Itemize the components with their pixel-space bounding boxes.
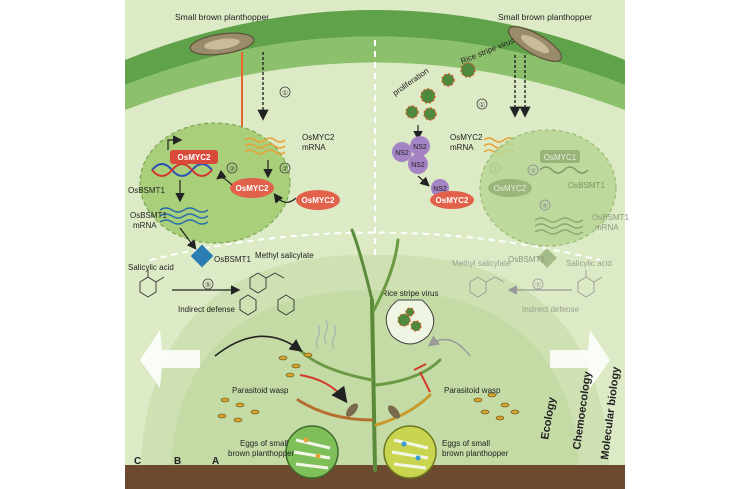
planthopper-right <box>507 26 563 62</box>
step-4-right-circle <box>539 199 551 211</box>
planthopper-left <box>189 32 255 56</box>
complex-osmyc2 <box>430 191 474 209</box>
parasitoid-wasp-label-right: Parasitoid wasp <box>444 386 501 395</box>
osbsmt1-promoter-faded: OsBSMT1 <box>568 181 605 190</box>
methyl-salicylate-label-right: Methyl salicylate <box>452 259 511 268</box>
osbsmt1-mrna-faded-label-1: OsBSMT1 <box>592 213 629 222</box>
step-2-left: ② <box>282 165 288 173</box>
osmyc2-gene-badge <box>170 150 218 164</box>
step-5-left-circle <box>202 278 214 290</box>
osbsmt1-mrna-faded-label-2: mRNA <box>595 223 619 232</box>
transcription-start-left <box>167 135 183 150</box>
egg-magnifier-left <box>285 425 339 479</box>
salicylic-acid-structure-left <box>139 270 165 298</box>
inhibition-line <box>419 371 431 393</box>
cell-wall-inner <box>125 36 625 110</box>
ns2-label-c: NS2 <box>411 162 425 169</box>
osbsmt1-enzyme-faded-label: OsBSMT1 <box>508 255 545 264</box>
attraction-arrow-right <box>427 335 471 357</box>
right-white-arrow <box>550 330 610 388</box>
step-1-right-circle <box>476 98 488 110</box>
nuclear-import-arrow <box>273 193 297 204</box>
wasp-attack-arrow <box>299 374 348 404</box>
planthopper-label-right: Small brown planthopper <box>498 12 592 22</box>
step-3-right-circle <box>527 164 539 176</box>
planthopper-on-stem-right <box>388 405 400 419</box>
complex-osmyc2-label: OsMYC2 <box>436 196 469 205</box>
inhibition-bar <box>413 363 427 371</box>
eggs-label-left-1: Eggs of small <box>240 439 288 448</box>
rice-stripe-virus-label-field: Rice stripe virus <box>382 289 439 298</box>
step-2-left-circle <box>279 162 291 174</box>
left-white-arrow <box>140 330 200 388</box>
osmyc2-protein-nucleus-label: OsMYC2 <box>236 184 269 193</box>
methyl-salicylate-structure-right <box>469 276 505 298</box>
step-5-right: ⑤ <box>535 281 541 289</box>
osmyc2-protein-faded-label: OsMYC2 <box>494 184 527 193</box>
dna-faded-right <box>539 166 589 174</box>
osmyc2-protein-cytoplasm-label: OsMYC2 <box>302 196 335 205</box>
step-1-right: ① <box>479 101 485 109</box>
osmyc1-gene-faded <box>540 150 580 163</box>
parasitoid-wasp-label-left: Parasitoid wasp <box>232 386 289 395</box>
step-4-right: ④ <box>542 202 548 210</box>
bsmt-translation-arrow <box>179 227 197 250</box>
label-a: A <box>212 456 219 467</box>
osmyc1-gene-faded-label: OsMYC1 <box>544 153 577 162</box>
osbsmt1-mrna-label-2: mRNA <box>133 221 157 230</box>
parasitoid-wasps-left <box>217 352 313 423</box>
osmyc2-mrna-label-1: OsMYC2 <box>302 133 335 142</box>
indirect-defense-label-left: Indirect defense <box>178 305 235 314</box>
step-5-right-circle <box>532 278 544 290</box>
eggs-label-left-2: brown planthopper <box>228 449 295 458</box>
nucleus-right <box>479 129 617 247</box>
eggs-label-right-1: Eggs of small <box>442 439 490 448</box>
osbsmt1-mrna-faded <box>534 217 584 235</box>
methyl-salicylate-structure-left <box>239 272 295 316</box>
ns2-label-b: NS2 <box>413 144 427 151</box>
osmyc2-protein-faded <box>488 179 532 197</box>
osmyc2-gene-label: OsMYC2 <box>178 153 211 162</box>
osmyc2-mrna-right-label-2: mRNA <box>450 143 474 152</box>
step-3-right: ③ <box>530 167 536 175</box>
rice-plant <box>296 228 442 472</box>
cell-wall-band <box>125 10 625 85</box>
activation-arrow-left <box>216 169 233 186</box>
step-3-left: ③ <box>229 165 235 173</box>
osmyc2-mrna-left <box>244 137 286 155</box>
label-c: C <box>134 456 141 467</box>
osmyc2-mrna-label-2: mRNA <box>302 143 326 152</box>
step-5-left: ⑤ <box>205 281 211 289</box>
planthopper-on-stem-left <box>346 403 358 417</box>
osbsmt1-mrna-left <box>159 207 209 225</box>
step-1-left: ① <box>282 89 288 97</box>
egg-magnifier-right <box>383 425 437 479</box>
osmyc2-protein-cytoplasm <box>296 190 340 210</box>
ns2-label-a: NS2 <box>395 150 409 157</box>
attraction-arrow-left <box>214 335 303 357</box>
osbsmt1-enzyme-label: OsBSMT1 <box>214 255 251 264</box>
osbsmt1-mrna-label-1: OsBSMT1 <box>130 211 167 220</box>
salicylic-acid-label-right: Salicylic acid <box>566 259 612 268</box>
osmyc2-protein-nucleus <box>230 178 274 198</box>
osbsmt1-promoter-label: OsBSMT1 <box>128 186 165 195</box>
step-3-left-circle <box>226 162 238 174</box>
eggs-label-right-2: brown planthopper <box>442 449 509 458</box>
ns2-cluster <box>392 136 430 174</box>
indirect-defense-label-right: Indirect defense <box>522 305 579 314</box>
osmyc2-mrna-right-label-1: OsMYC2 <box>450 133 483 142</box>
salicylic-acid-structure-right <box>577 270 603 298</box>
volatile-waves <box>316 319 336 350</box>
label-b: B <box>174 456 181 467</box>
complex-ns2-label: NS2 <box>433 186 447 193</box>
ns2-binding-arrow <box>417 175 430 187</box>
step-1-left-circle <box>279 86 291 98</box>
parasitoid-wasps-right <box>473 392 520 421</box>
planthopper-label-left: Small brown planthopper <box>175 12 269 22</box>
salicylic-acid-label-left: Salicylic acid <box>128 263 174 272</box>
methyl-salicylate-label-left: Methyl salicylate <box>255 251 314 260</box>
virus-cluster-bubble <box>397 307 422 332</box>
virus-cluster-top <box>405 62 476 121</box>
